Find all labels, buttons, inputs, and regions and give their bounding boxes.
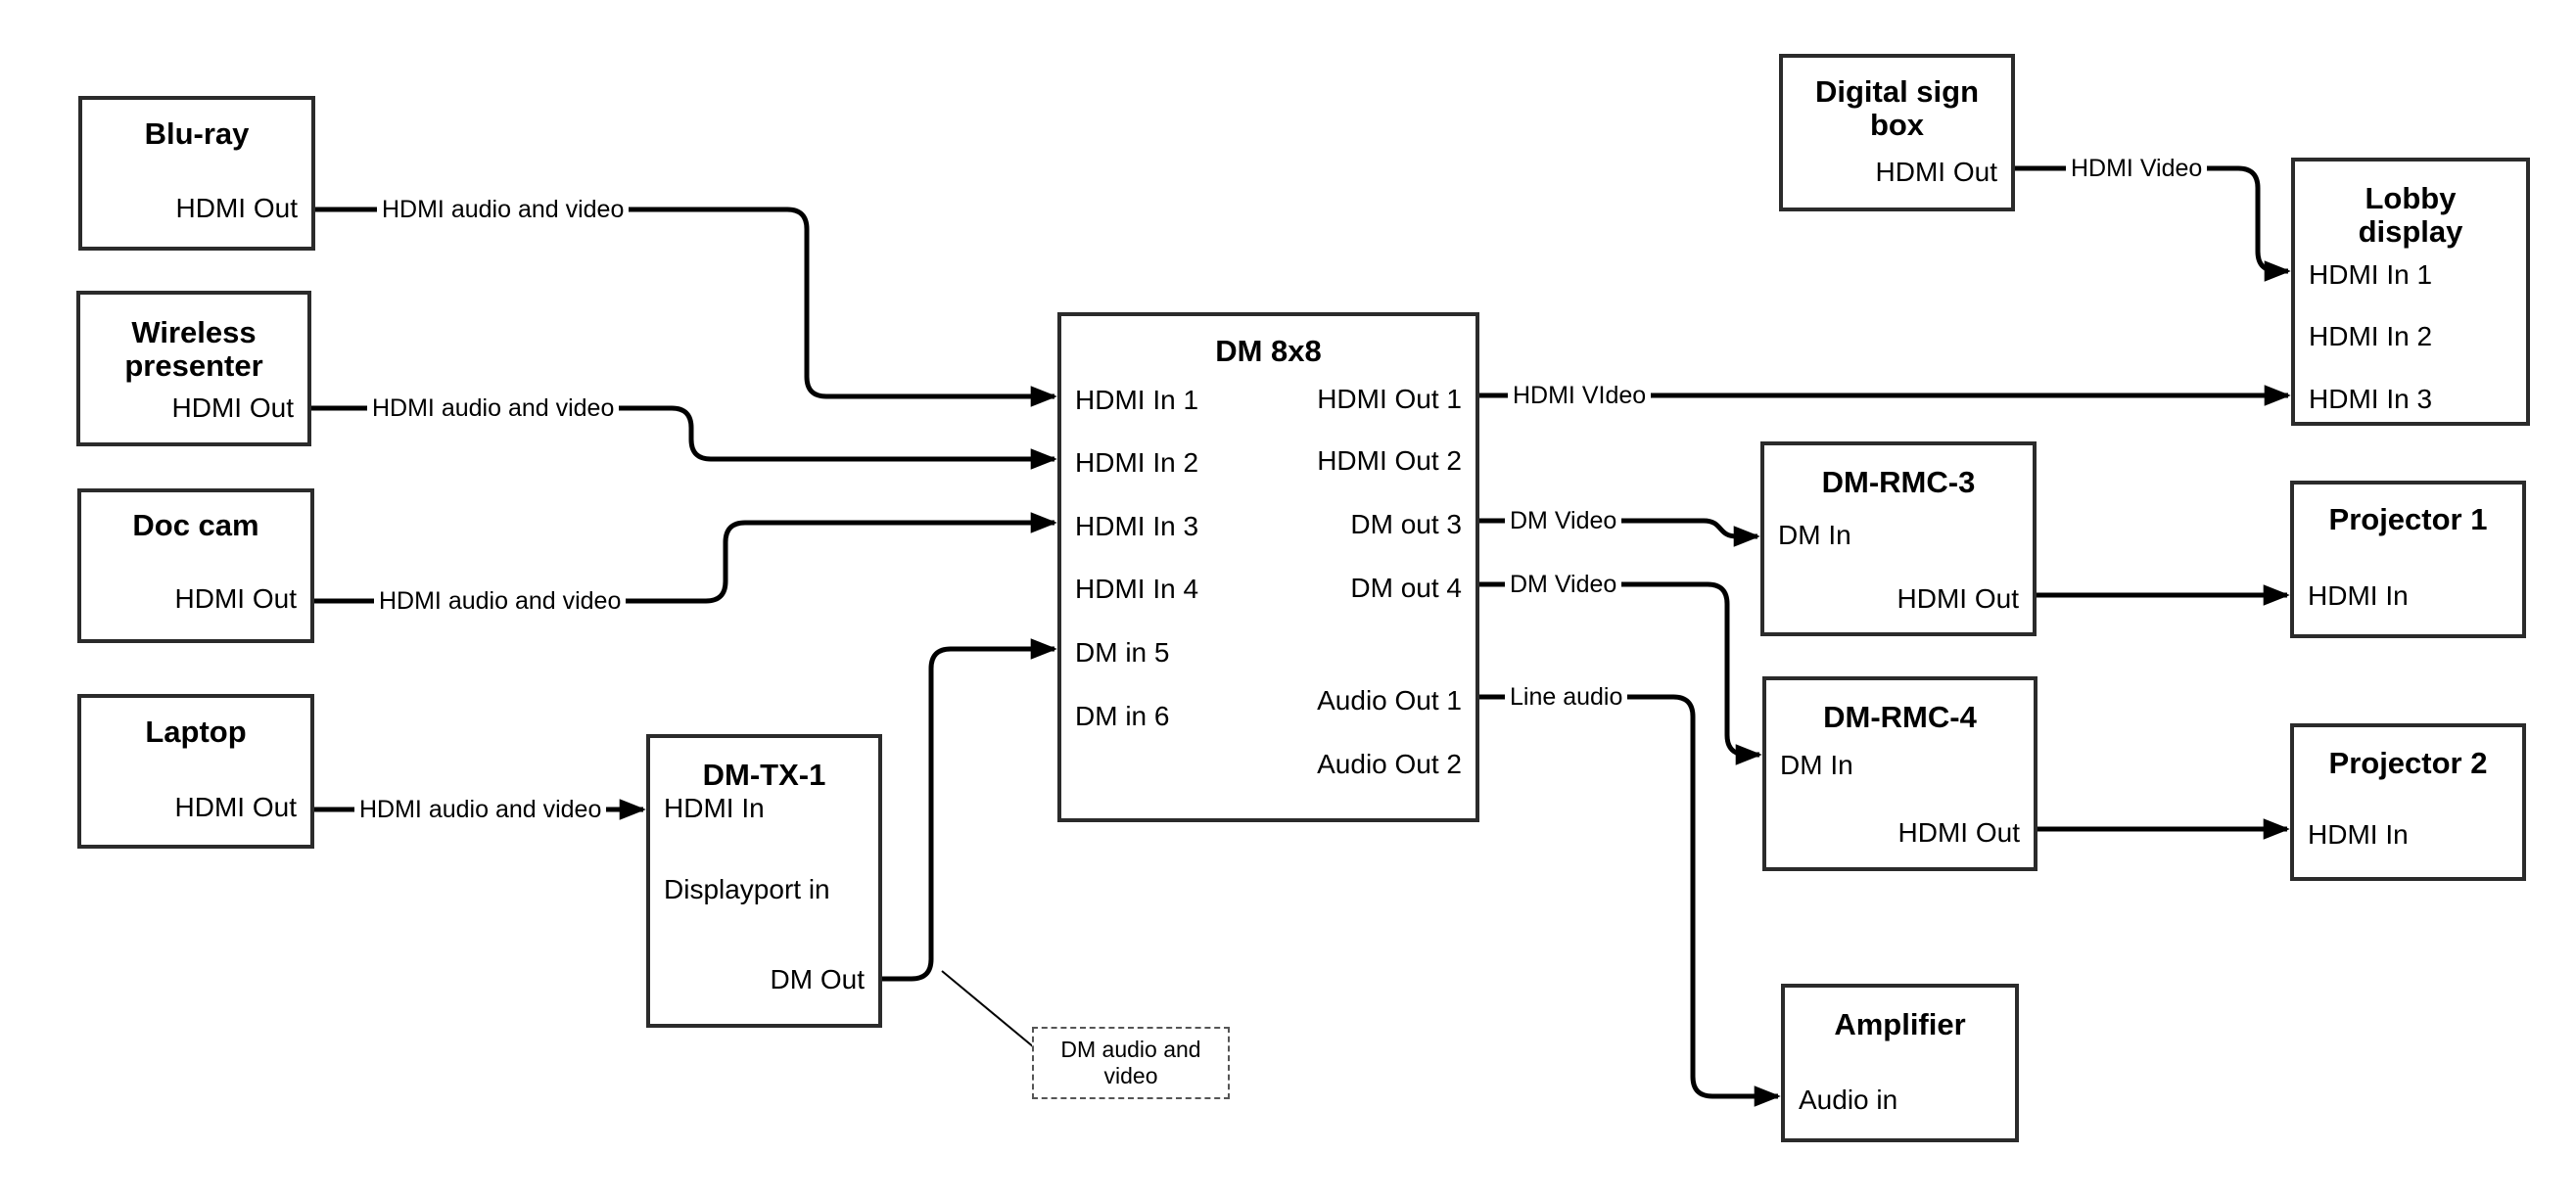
box-projector-2: Projector 2 HDMI In (2290, 723, 2526, 881)
box-doc-cam-title: Doc cam (132, 508, 259, 542)
note-callout-line (941, 970, 1035, 1048)
port-doccam-hdmi-out: HDMI Out (174, 583, 297, 614)
port-dmtx1-dm-out: DM Out (770, 964, 865, 994)
port-lobby-hdmi-in-3: HDMI In 3 (2309, 384, 2433, 414)
label-audio-out1-connection: Line audio (1505, 682, 1628, 712)
port-digitalsign-hdmi-out: HDMI Out (1875, 157, 1997, 187)
box-dm-tx-1-title: DM-TX-1 (702, 758, 826, 792)
connector-dm8x8-out3-to-rmc3 (1479, 518, 1760, 547)
port-dm8x8-hdmi-out-2: HDMI Out 2 (1317, 445, 1462, 476)
box-laptop-title: Laptop (145, 715, 247, 749)
port-bluray-hdmi-out: HDMI Out (175, 193, 298, 223)
box-projector-2-title: Projector 2 (2328, 746, 2488, 780)
port-dm8x8-dm-out-4: DM out 4 (1350, 573, 1462, 603)
port-dm8x8-hdmi-in-3: HDMI In 3 (1075, 511, 1199, 541)
connector-wireless-to-dm8x8-in2 (311, 405, 1057, 470)
box-bluray-title: Blu-ray (144, 116, 250, 151)
port-lobby-hdmi-in-1: HDMI In 1 (2309, 259, 2433, 290)
port-dm8x8-audio-out-2: Audio Out 2 (1317, 749, 1462, 779)
box-amplifier: Amplifier Audio in (1781, 984, 2019, 1142)
label-dm-out3-connection: DM Video (1505, 506, 1622, 535)
port-rmc3-dm-in: DM In (1778, 520, 1851, 550)
port-dm8x8-audio-out-1: Audio Out 1 (1317, 685, 1462, 716)
port-projector1-hdmi-in: HDMI In (2308, 580, 2409, 611)
port-dmtx1-displayport-in: Displayport in (664, 874, 830, 904)
port-dm8x8-dm-in-5: DM in 5 (1075, 637, 1170, 668)
port-dm8x8-hdmi-out-1: HDMI Out 1 (1317, 384, 1462, 414)
box-dm-rmc-4-title: DM-RMC-4 (1823, 700, 1977, 734)
connector-dmtx1-to-dm8x8-in5 (882, 638, 1057, 982)
box-doc-cam: Doc cam HDMI Out (77, 488, 314, 643)
box-wireless-presenter-title: Wireless presenter (124, 315, 263, 383)
port-dm8x8-hdmi-in-1: HDMI In 1 (1075, 385, 1199, 415)
box-dm-rmc-3: DM-RMC-3 DM In HDMI Out (1760, 441, 2037, 636)
box-dm-8x8-title: DM 8x8 (1215, 334, 1322, 368)
port-rmc4-hdmi-out: HDMI Out (1897, 817, 2020, 848)
port-dmtx1-hdmi-in: HDMI In (664, 793, 765, 823)
port-dm8x8-dm-in-6: DM in 6 (1075, 701, 1170, 731)
port-dm8x8-hdmi-in-4: HDMI In 4 (1075, 574, 1199, 604)
box-dm-rmc-4: DM-RMC-4 DM In HDMI Out (1762, 676, 2037, 871)
label-doccam-connection: HDMI audio and video (374, 586, 627, 616)
connector-dm8x8-audio1-to-amplifier (1479, 694, 1781, 1107)
connector-doccam-to-dm8x8-in3 (314, 512, 1057, 604)
label-digitalsign-connection: HDMI Video (2066, 154, 2208, 183)
port-projector2-hdmi-in: HDMI In (2308, 819, 2409, 850)
label-bluray-connection: HDMI audio and video (377, 195, 630, 224)
box-dm-8x8: DM 8x8 HDMI In 1 HDMI In 2 HDMI In 3 HDM… (1057, 312, 1479, 822)
connector-dm8x8-out4-to-rmc4 (1479, 581, 1762, 765)
port-amplifier-audio-in: Audio in (1799, 1085, 1898, 1115)
box-projector-1: Projector 1 HDMI In (2290, 481, 2526, 638)
connector-digitalsign-to-lobby-in1 (2015, 165, 2291, 282)
note-text: DM audio and video (1060, 1037, 1201, 1088)
port-lobby-hdmi-in-2: HDMI In 2 (2309, 321, 2433, 351)
label-dm-out4-connection: DM Video (1505, 570, 1622, 599)
label-wireless-connection: HDMI audio and video (367, 393, 620, 423)
connector-bluray-to-dm8x8-in1 (315, 207, 1057, 407)
box-wireless-presenter: Wireless presenter HDMI Out (76, 291, 311, 446)
box-digital-sign: Digital sign box HDMI Out (1779, 54, 2015, 211)
box-digital-sign-title: Digital sign box (1814, 74, 1980, 142)
box-lobby-display-title: Lobby display (2358, 181, 2463, 249)
box-dm-tx-1: DM-TX-1 HDMI In Displayport in DM Out (646, 734, 882, 1028)
port-dm8x8-hdmi-in-2: HDMI In 2 (1075, 447, 1199, 478)
box-dm-rmc-3-title: DM-RMC-3 (1821, 465, 1976, 499)
port-wireless-hdmi-out: HDMI Out (171, 393, 294, 423)
port-laptop-hdmi-out: HDMI Out (174, 792, 297, 822)
box-projector-1-title: Projector 1 (2328, 502, 2488, 536)
box-amplifier-title: Amplifier (1834, 1007, 1966, 1041)
box-laptop: Laptop HDMI Out (77, 694, 314, 849)
label-hdmi-out1-connection: HDMI VIdeo (1508, 381, 1652, 410)
port-rmc4-dm-in: DM In (1780, 750, 1853, 780)
box-bluray: Blu-ray HDMI Out (78, 96, 315, 251)
port-dm8x8-dm-out-3: DM out 3 (1350, 509, 1462, 539)
note-dm-audio-and-video: DM audio and video (1032, 1027, 1230, 1099)
box-lobby-display: Lobby display HDMI In 1 HDMI In 2 HDMI I… (2291, 158, 2530, 426)
label-laptop-connection: HDMI audio and video (354, 795, 607, 824)
port-rmc3-hdmi-out: HDMI Out (1897, 583, 2019, 614)
